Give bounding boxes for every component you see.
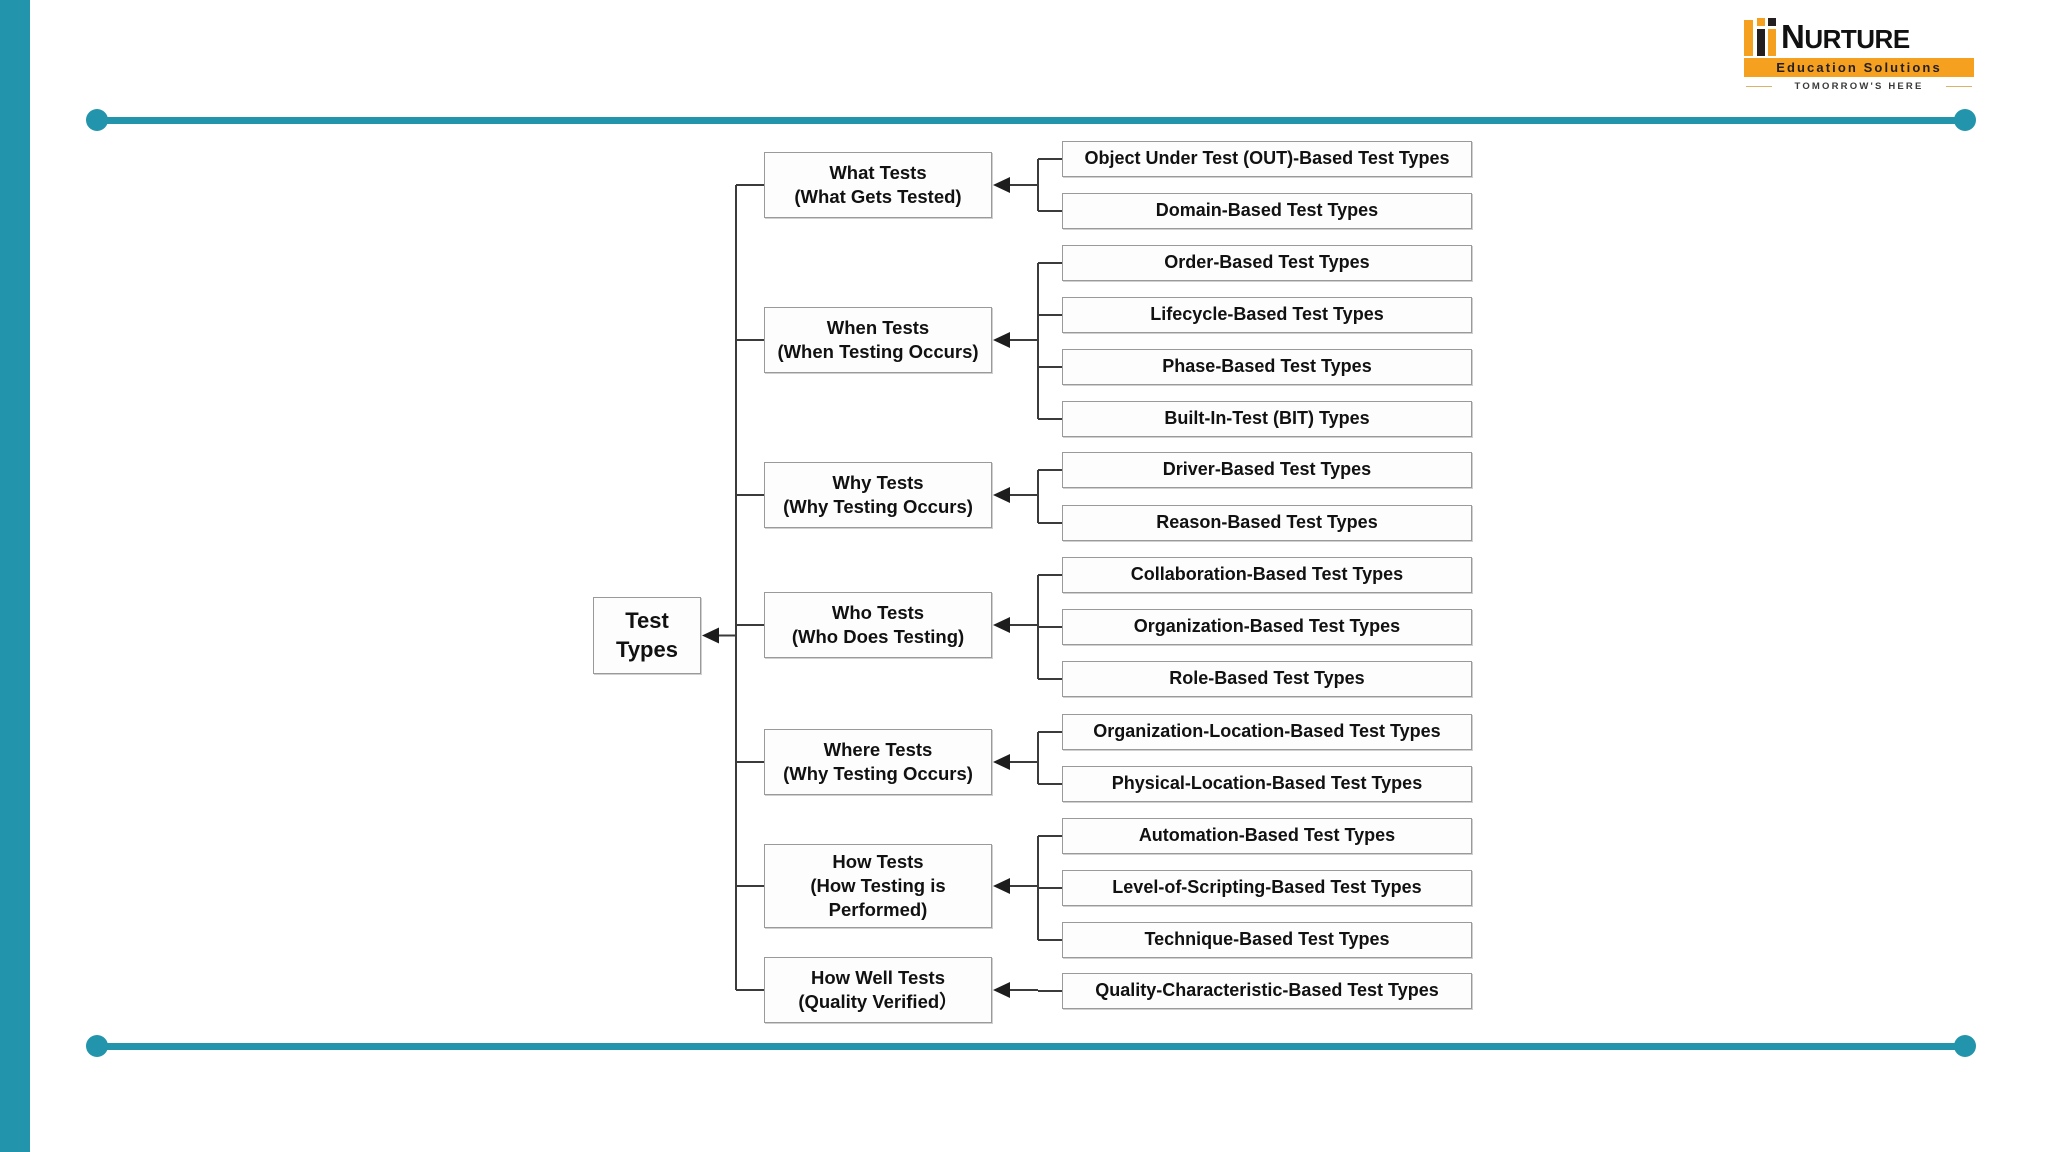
leaf-node-why-1: Reason-Based Test Types [1062, 505, 1472, 541]
tagline-rule-left [1746, 86, 1772, 87]
brand-name: NURTURE [1781, 20, 1910, 56]
brand-tagline-small-text: TOMORROW'S HERE [1794, 80, 1924, 92]
leaf-node-who-0-label: Collaboration-Based Test Types [1130, 564, 1404, 585]
logo-bars-icon [1744, 18, 1778, 56]
branch-node-who: Who Tests(Who Does Testing) [764, 592, 992, 658]
leaf-node-why-1-label: Reason-Based Test Types [1156, 512, 1378, 533]
branch-node-who-label: Who Tests(Who Does Testing) [791, 602, 965, 647]
branch-node-when-label: When Tests(When Testing Occurs) [777, 317, 979, 362]
leaf-node-when-0: Order-Based Test Types [1062, 245, 1472, 281]
leaf-node-when-2-label: Phase-Based Test Types [1162, 356, 1372, 377]
leaf-node-what-0: Object Under Test (OUT)-Based Test Types [1062, 141, 1472, 177]
leaf-node-how-2: Technique-Based Test Types [1062, 922, 1472, 958]
tagline-rule-right [1946, 86, 1972, 87]
leaf-node-what-0-label: Object Under Test (OUT)-Based Test Types [1084, 148, 1450, 169]
leaf-node-how-well-0: Quality-Characteristic-Based Test Types [1062, 973, 1472, 1009]
leaf-node-why-0-label: Driver-Based Test Types [1162, 459, 1372, 480]
branch-node-where-label: Where Tests(Why Testing Occurs) [783, 739, 973, 784]
brand-name-rest: URTURE [1804, 24, 1910, 54]
leaf-node-how-1-label: Level-of-Scripting-Based Test Types [1112, 877, 1422, 898]
leaf-node-who-1-label: Organization-Based Test Types [1133, 616, 1401, 637]
leaf-node-what-1: Domain-Based Test Types [1062, 193, 1472, 229]
branch-node-why-label: Why Tests(Why Testing Occurs) [783, 472, 973, 517]
brand-logo: NURTURE Education Solutions TOMORROW'S H… [1744, 18, 1974, 93]
leaf-node-when-2: Phase-Based Test Types [1062, 349, 1472, 385]
top-divider-dot-left [86, 109, 108, 131]
brand-tagline-band: Education Solutions [1744, 58, 1974, 77]
leaf-node-when-3-label: Built-In-Test (BIT) Types [1164, 408, 1370, 429]
top-divider-dot-right [1954, 109, 1976, 131]
bottom-divider-rule [96, 1043, 1968, 1050]
branch-node-where: Where Tests(Why Testing Occurs) [764, 729, 992, 795]
leaf-node-who-2-label: Role-Based Test Types [1169, 668, 1365, 689]
top-divider-rule [96, 117, 1968, 124]
branch-node-why: Why Tests(Why Testing Occurs) [764, 462, 992, 528]
branch-node-how-well-label: How Well Tests(Quality Verified） [798, 967, 958, 1012]
leaf-node-where-1: Physical-Location-Based Test Types [1062, 766, 1472, 802]
branch-node-how-well: How Well Tests(Quality Verified） [764, 957, 992, 1023]
leaf-node-when-3: Built-In-Test (BIT) Types [1062, 401, 1472, 437]
leaf-node-who-0: Collaboration-Based Test Types [1062, 557, 1472, 593]
leaf-node-how-well-0-label: Quality-Characteristic-Based Test Types [1095, 980, 1439, 1001]
leaf-node-where-0: Organization-Location-Based Test Types [1062, 714, 1472, 750]
leaf-node-when-1: Lifecycle-Based Test Types [1062, 297, 1472, 333]
leaf-node-who-2: Role-Based Test Types [1062, 661, 1472, 697]
brand-tagline-band-text: Education Solutions [1776, 60, 1942, 75]
left-accent-bar [0, 0, 30, 1152]
leaf-node-why-0: Driver-Based Test Types [1062, 452, 1472, 488]
leaf-node-when-0-label: Order-Based Test Types [1164, 252, 1370, 273]
leaf-node-what-1-label: Domain-Based Test Types [1155, 200, 1379, 221]
leaf-node-how-1: Level-of-Scripting-Based Test Types [1062, 870, 1472, 906]
leaf-node-where-0-label: Organization-Location-Based Test Types [1093, 721, 1441, 742]
branch-node-what: What Tests(What Gets Tested) [764, 152, 992, 218]
leaf-node-how-0-label: Automation-Based Test Types [1138, 825, 1396, 846]
leaf-node-how-2-label: Technique-Based Test Types [1144, 929, 1390, 950]
leaf-node-when-1-label: Lifecycle-Based Test Types [1150, 304, 1384, 325]
leaf-node-where-1-label: Physical-Location-Based Test Types [1111, 773, 1423, 794]
bottom-divider-dot-left [86, 1035, 108, 1057]
brand-tagline-small: TOMORROW'S HERE [1744, 79, 1974, 93]
leaf-node-who-1: Organization-Based Test Types [1062, 609, 1472, 645]
branch-node-when: When Tests(When Testing Occurs) [764, 307, 992, 373]
branch-node-what-label: What Tests(What Gets Tested) [794, 162, 962, 207]
brand-name-initial: N [1781, 18, 1805, 55]
leaf-node-how-0: Automation-Based Test Types [1062, 818, 1472, 854]
brand-logo-wordmark-row: NURTURE [1744, 18, 1974, 56]
bottom-divider-dot-right [1954, 1035, 1976, 1057]
